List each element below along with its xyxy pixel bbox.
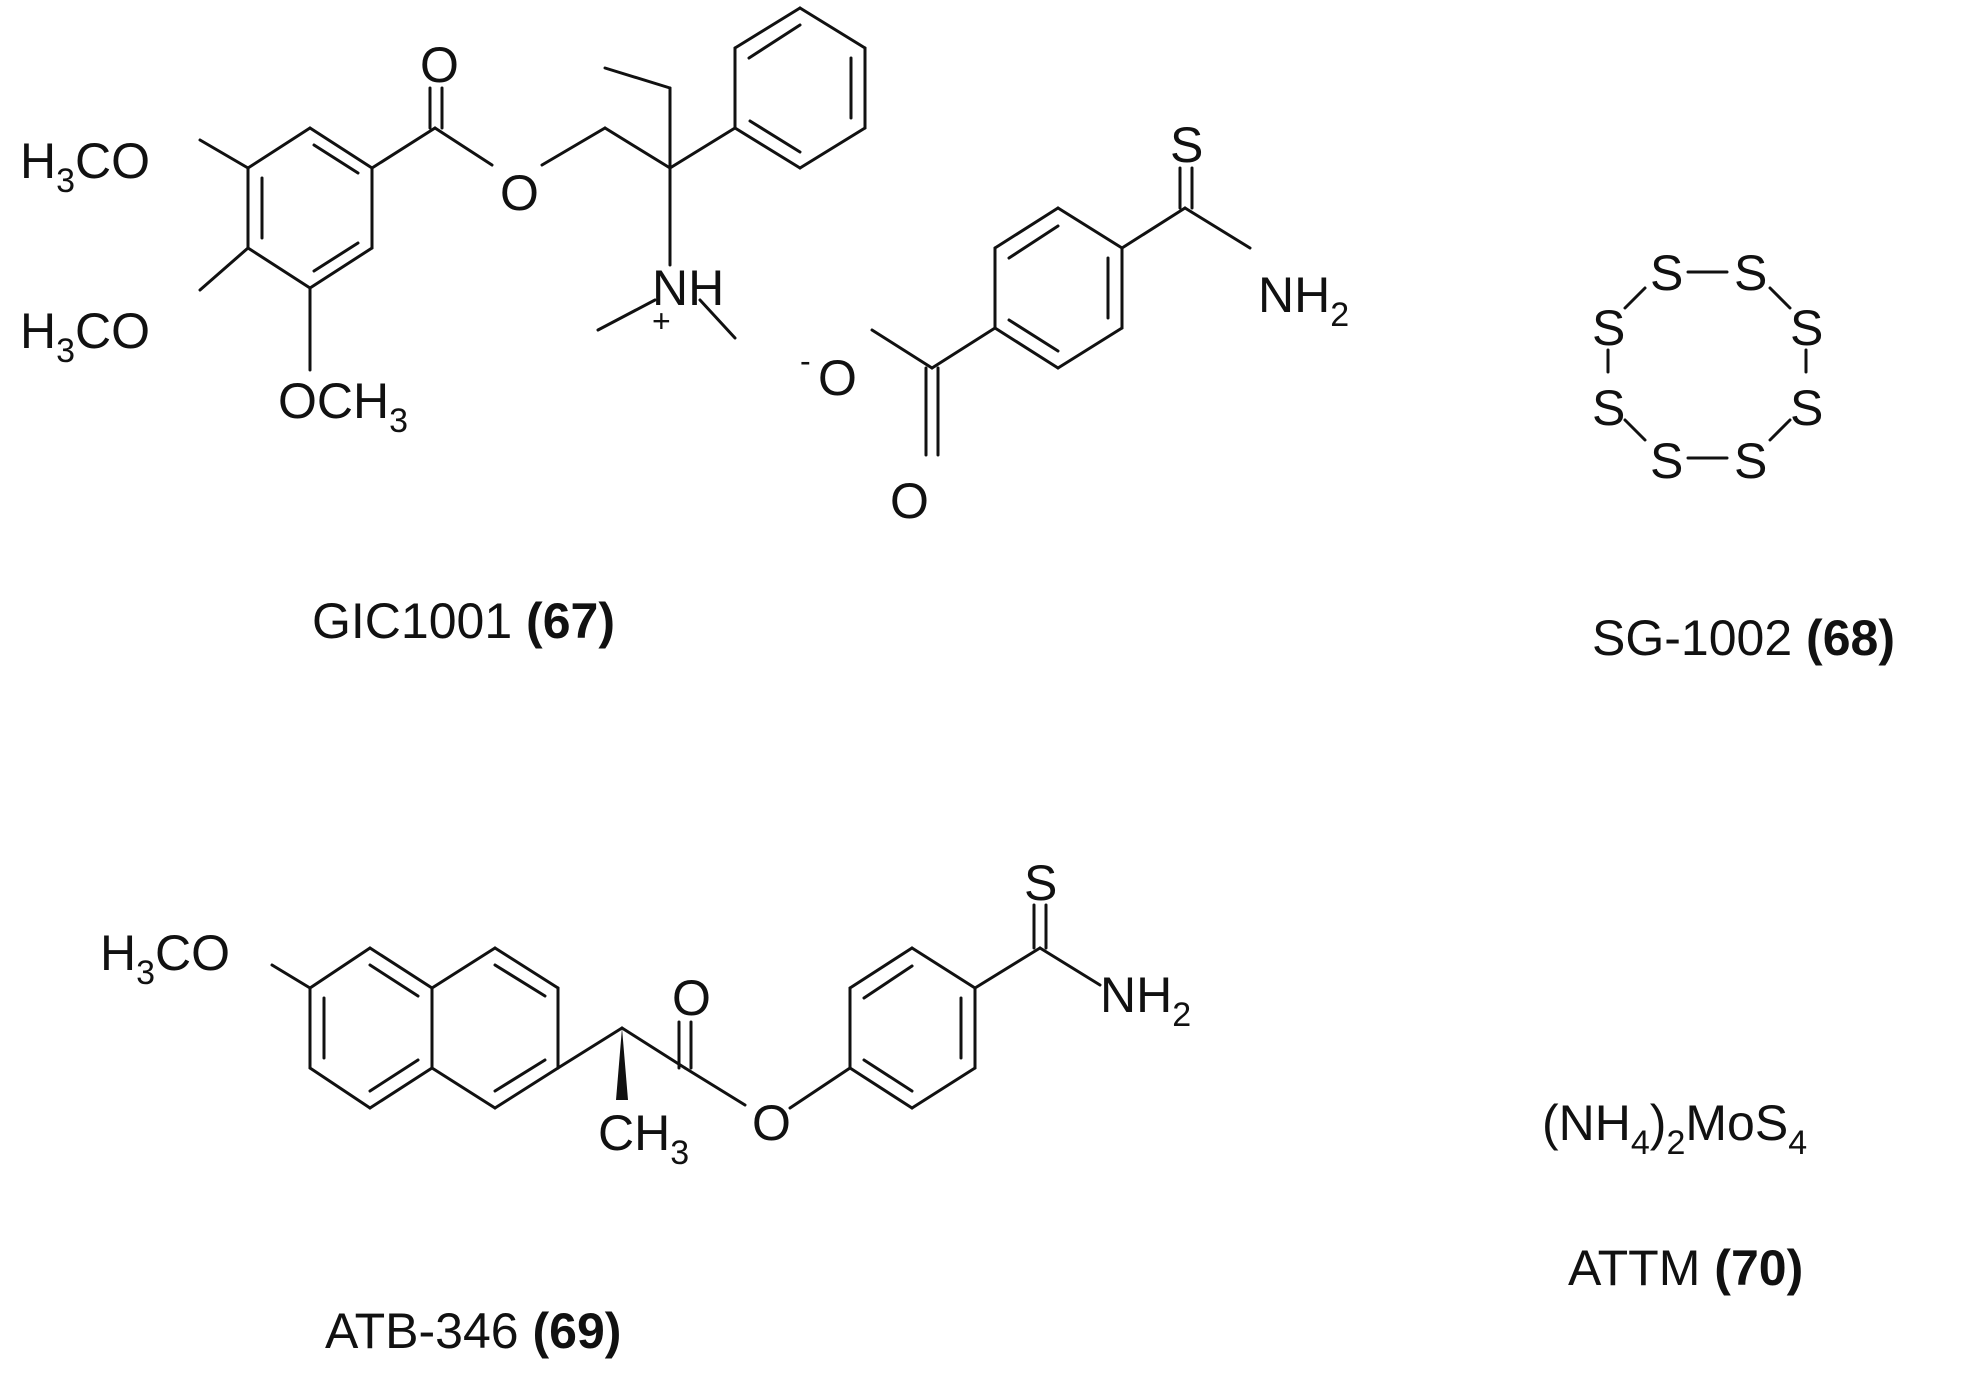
ester-oxygen-label: O: [500, 165, 539, 221]
sulfur-atom-8: S: [1592, 300, 1625, 356]
benzene-ring-anion: [993, 206, 1124, 370]
methyl-label: CH3: [598, 1105, 689, 1172]
compound-68-structure: S S S S S S S S: [1592, 245, 1823, 489]
phenyl-ring: [733, 6, 867, 170]
thioamide-nh2-label: NH2: [1100, 967, 1191, 1034]
compound-68-caption: SG-1002 (68): [1592, 610, 1895, 666]
wedge-bond: [616, 1028, 628, 1100]
thioamide-nh2-label: NH2: [1258, 267, 1349, 334]
methoxy-label-3: OCH3: [278, 373, 408, 440]
carbonyl-oxygen-label: O: [672, 970, 711, 1026]
sulfur-atom-4: S: [1790, 380, 1823, 436]
carboxylate-o-minus-label: O: [818, 350, 857, 406]
methoxy-label-1: H3CO: [20, 133, 150, 200]
methoxy-label-2: H3CO: [20, 303, 150, 370]
phenyl-ring-ester: [848, 946, 977, 1110]
s8-ring-bonds: [1606, 270, 1808, 460]
compound-67-structure: H3CO H3CO OCH3 O O NH +: [20, 6, 867, 440]
ammonium-nh-label: NH: [652, 260, 724, 316]
sulfur-atom-7: S: [1592, 380, 1625, 436]
ester-oxygen-label: O: [752, 1095, 791, 1151]
compound-69-structure: H3CO O O CH3 S NH2: [100, 855, 1191, 1172]
positive-charge-label: +: [652, 303, 671, 339]
sulfur-atom-6: S: [1650, 433, 1683, 489]
carbonyl-oxygen-label: O: [420, 37, 459, 93]
sulfur-atom-5: S: [1734, 433, 1767, 489]
sulfur-atom-3: S: [1790, 300, 1823, 356]
compound-70-formula: (NH4)2MoS4: [1542, 1095, 1807, 1162]
compound-69-caption: ATB-346 (69): [325, 1303, 621, 1359]
compound-67-anion: S NH2 O - O: [800, 117, 1349, 529]
compound-70-caption: ATTM (70): [1568, 1240, 1803, 1296]
trimethoxy-benzene-ring: [246, 126, 374, 290]
methoxy-label: H3CO: [100, 925, 230, 992]
carboxylate-o-label: O: [890, 473, 929, 529]
thiocarbonyl-sulfur-label: S: [1024, 855, 1057, 911]
sulfur-atom-1: S: [1650, 245, 1683, 301]
thiocarbonyl-sulfur-label: S: [1170, 117, 1203, 173]
compound-67-caption: GIC1001 (67): [312, 593, 615, 649]
sulfur-atom-2: S: [1734, 245, 1767, 301]
negative-charge-label: -: [800, 343, 811, 379]
naphthalene-ring: [308, 946, 560, 1110]
